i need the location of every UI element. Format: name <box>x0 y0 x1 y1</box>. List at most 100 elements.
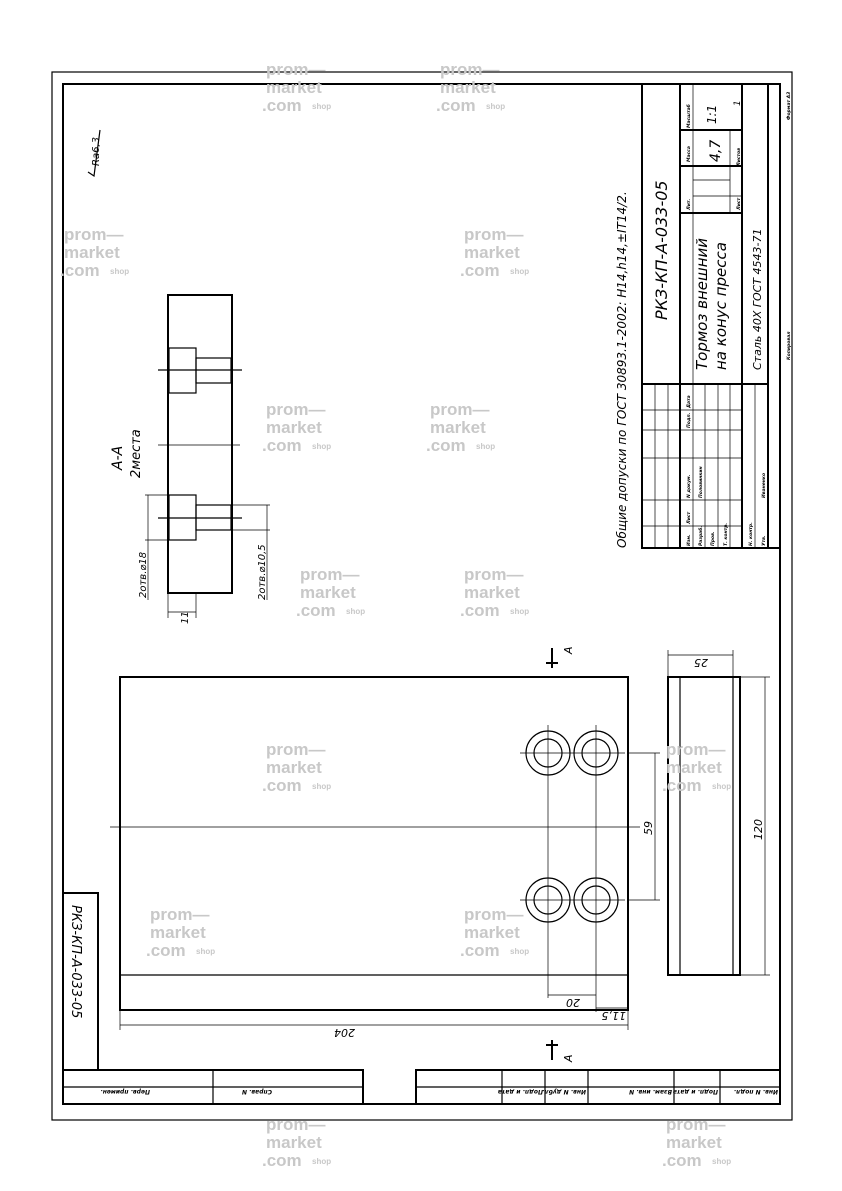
watermark: prom—market.com shop <box>60 225 129 280</box>
roughness-symbol: Ra6,3 <box>87 129 102 178</box>
svg-text:Перв. примен.: Перв. примен. <box>100 1088 150 1095</box>
main-view: 59 204 20 11,5 А А <box>110 646 660 1063</box>
watermark-text: market <box>666 758 722 777</box>
svg-text:Справ. N: Справ. N <box>242 1088 272 1095</box>
watermark-text: market <box>150 923 206 942</box>
watermark-text: shop <box>312 442 331 451</box>
svg-text:Инв. N подл.: Инв. N подл. <box>734 1088 778 1095</box>
mass-value: 4,7 <box>708 140 724 162</box>
watermark-text: prom— <box>464 905 524 924</box>
section-mark-bottom: А <box>562 1054 575 1063</box>
watermark-text: prom— <box>666 740 726 759</box>
watermark-text: shop <box>510 947 529 956</box>
watermark-text: .com <box>146 941 186 960</box>
watermark-text: shop <box>346 607 365 616</box>
watermark-text: .com <box>426 436 466 455</box>
hole-small-label: 2отв.⌀10,5 <box>257 544 268 600</box>
dim-11-5: 11,5 <box>602 1009 627 1022</box>
watermark-text: prom— <box>64 225 124 244</box>
watermark-text: prom— <box>464 565 524 584</box>
svg-text:Масса: Масса <box>686 146 692 162</box>
svg-text:Масштаб: Масштаб <box>685 104 692 128</box>
dim-120: 120 <box>752 819 765 840</box>
svg-text:Пров.: Пров. <box>710 531 716 546</box>
watermark-text: .com <box>60 261 100 280</box>
watermark-text: market <box>266 758 322 777</box>
watermark: prom—market.com shop <box>262 1115 331 1170</box>
svg-text:Половинкин: Половинкин <box>698 466 704 498</box>
svg-text:Н. контр.: Н. контр. <box>748 522 754 546</box>
designation: РКЗ-КП-А-033-05 <box>652 180 671 320</box>
watermark-text: shop <box>312 102 331 111</box>
svg-text:Копировал: Копировал <box>786 331 792 360</box>
watermark-text: .com <box>296 601 336 620</box>
dim-20: 20 <box>566 996 580 1009</box>
svg-text:Ra6,3: Ra6,3 <box>91 137 102 166</box>
watermark-text: .com <box>662 1151 702 1170</box>
title-line-1: Тормоз внешний <box>693 238 711 370</box>
svg-text:Подп. и дата: Подп. и дата <box>498 1088 543 1095</box>
watermark-text: market <box>64 243 120 262</box>
watermark-text: market <box>300 583 356 602</box>
watermark-text: .com <box>262 96 302 115</box>
watermark-text: shop <box>510 607 529 616</box>
watermark: prom—market.com shop <box>262 400 331 455</box>
watermark-text: shop <box>486 102 505 111</box>
scale-value: 1:1 <box>705 105 719 124</box>
watermark-text: .com <box>262 1151 302 1170</box>
section-label: А-А <box>110 446 126 471</box>
watermark-text: shop <box>312 1157 331 1166</box>
svg-text:Лист: Лист <box>736 197 742 211</box>
watermark-text: .com <box>262 436 302 455</box>
svg-text:N докум.: N докум. <box>686 474 692 498</box>
hole-large-label: 2отв.⌀18 <box>138 552 149 598</box>
designation-strip: РКЗ-КП-А-033-05 <box>62 892 99 1071</box>
watermark-text: shop <box>712 1157 731 1166</box>
side-view: 25 120 <box>667 650 770 976</box>
svg-text:Т. контр.: Т. контр. <box>723 523 729 546</box>
watermark-text: .com <box>436 96 476 115</box>
svg-text:Разраб.: Разраб. <box>697 526 704 546</box>
dim-25: 25 <box>694 656 708 669</box>
svg-text:Лит.: Лит. <box>686 199 692 211</box>
watermark-text: prom— <box>266 1115 326 1134</box>
svg-text:Инв. N дубл.: Инв. N дубл. <box>542 1088 586 1095</box>
watermark-text: market <box>266 1133 322 1152</box>
svg-text:Дата: Дата <box>686 395 692 409</box>
watermark-text: prom— <box>440 60 500 79</box>
watermark-text: shop <box>196 947 215 956</box>
watermark-text: shop <box>110 267 129 276</box>
dim-204: 204 <box>334 1026 355 1039</box>
svg-text:Утв.: Утв. <box>761 535 767 546</box>
watermark-text: prom— <box>266 400 326 419</box>
section-a-a: А-А 2места 2отв.⌀18 2отв.⌀10,5 11 <box>110 294 270 624</box>
bottom-strip: Инв. N подл. Подп. и дата Взам. инв. N И… <box>62 1069 781 1105</box>
watermark-text: market <box>266 418 322 437</box>
watermark-text: shop <box>312 782 331 791</box>
watermark-text: market <box>440 78 496 97</box>
watermark-text: shop <box>510 267 529 276</box>
watermark: prom—market.com shop <box>146 905 215 960</box>
watermark: prom—market.com shop <box>436 60 505 115</box>
watermark-text: prom— <box>150 905 210 924</box>
dim-11: 11 <box>180 611 191 624</box>
watermark-text: market <box>464 923 520 942</box>
svg-text:Иваненко: Иваненко <box>761 473 767 498</box>
watermark-text: market <box>464 583 520 602</box>
svg-text:Листов: Листов <box>736 148 742 167</box>
watermark-text: market <box>430 418 486 437</box>
svg-text:Лист: Лист <box>686 511 692 525</box>
outer-frame <box>51 71 793 1121</box>
watermark-text: market <box>666 1133 722 1152</box>
watermark-text: prom— <box>464 225 524 244</box>
title-block: РКЗ-КП-А-033-05 Тормоз внешний на конус … <box>641 83 792 549</box>
